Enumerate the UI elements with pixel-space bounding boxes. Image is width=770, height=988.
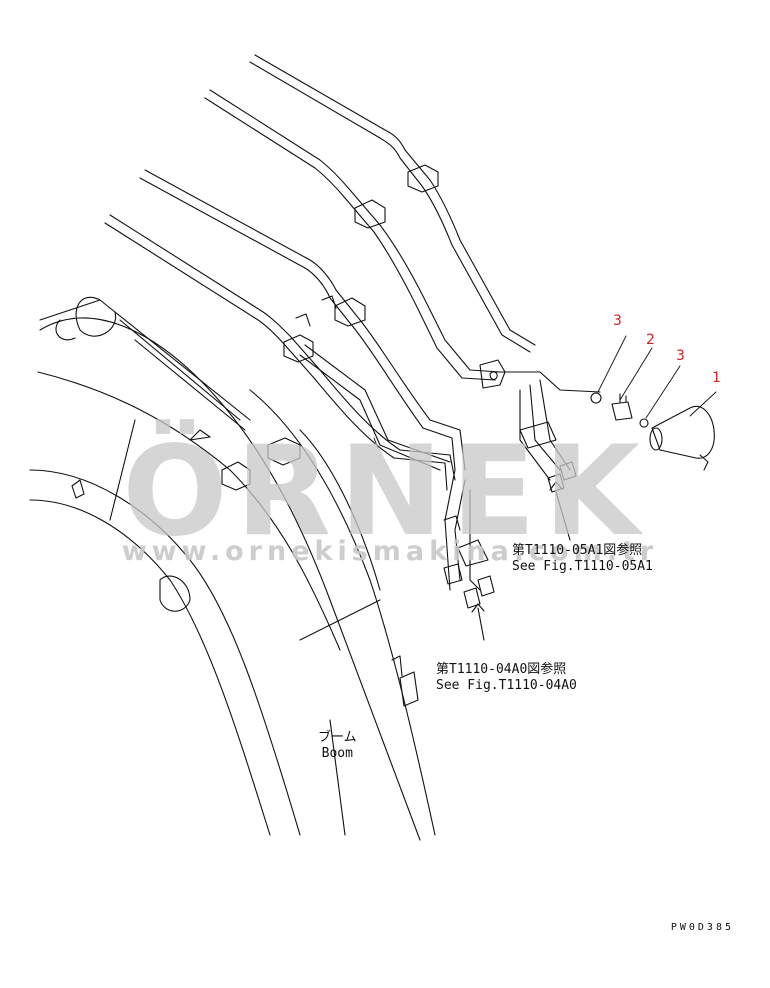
reference-arrows <box>471 481 571 641</box>
reference-en: See Fig.T1110-04A0 <box>436 678 577 693</box>
callout-2: 2 <box>646 332 655 348</box>
callout-1: 1 <box>712 370 721 386</box>
tube-clamps <box>283 164 557 567</box>
o-rings-3 <box>590 392 649 428</box>
callout-leader-lines <box>373 335 717 449</box>
boom-label-jp: ブーム <box>318 730 357 745</box>
tube-end-fittings <box>443 461 577 609</box>
watermark-url: www.ornekismakina.com.tr <box>121 536 659 567</box>
hydraulic-tubes <box>104 54 601 591</box>
drawing-code: PW0D385 <box>670 922 734 933</box>
callout-3-lower: 3 <box>676 348 685 364</box>
accumulator-1 <box>649 406 715 471</box>
boom-label: ブーム Boom <box>318 730 357 762</box>
watermark-brand: ÖRNEK <box>122 420 648 564</box>
boom-outline <box>29 296 436 841</box>
reference-label-04a0: 第T1110-04A0図参照 See Fig.T1110-04A0 <box>436 662 577 694</box>
callout-3-upper: 3 <box>613 313 622 329</box>
reference-jp: 第T1110-05A1図参照 <box>512 543 643 558</box>
boom-label-en: Boom <box>321 746 353 761</box>
boom-brackets <box>71 437 419 707</box>
adapter-2 <box>611 393 633 421</box>
reference-en: See Fig.T1110-05A1 <box>512 559 653 574</box>
reference-jp: 第T1110-04A0図参照 <box>436 662 567 677</box>
reference-label-05a1: 第T1110-05A1図参照 See Fig.T1110-05A1 <box>512 543 653 575</box>
